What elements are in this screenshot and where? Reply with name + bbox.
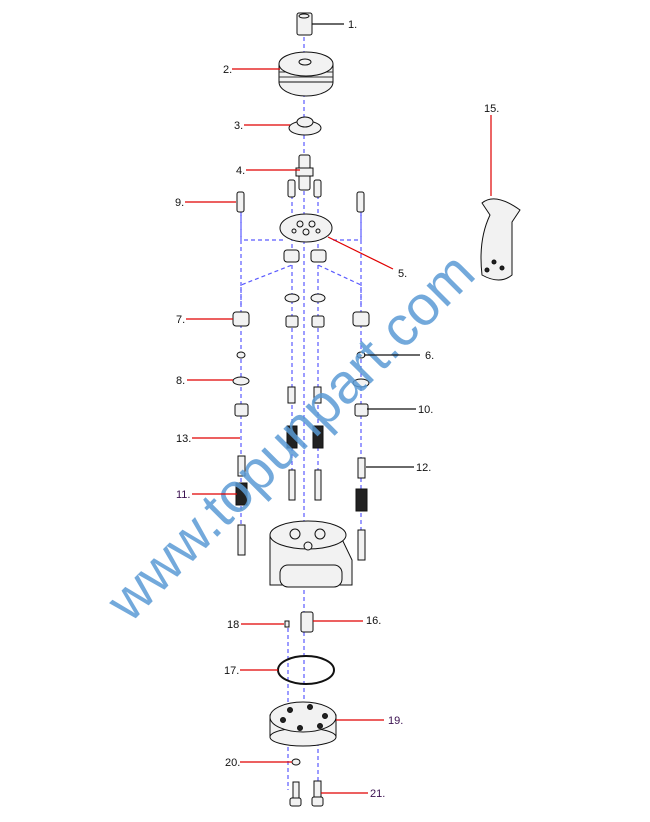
- part-16-sleeve: [300, 611, 314, 633]
- part-19-base: [269, 701, 337, 747]
- part-5-plate: [279, 213, 333, 243]
- part-1-nut: [296, 12, 313, 36]
- part-valves: [237, 469, 366, 561]
- label-17: 17.: [224, 665, 239, 677]
- label-2: 2.: [223, 64, 232, 76]
- label-15: 15.: [484, 103, 499, 115]
- part-seats: [232, 249, 370, 327]
- label-18: 18: [227, 619, 239, 631]
- part-21-bolts: [289, 780, 324, 807]
- label-12: 12.: [416, 462, 431, 474]
- label-11: 11.: [176, 489, 190, 501]
- label-1: 1.: [348, 19, 357, 31]
- part-9-pins: [236, 179, 365, 213]
- label-19: 19.: [388, 715, 403, 727]
- label-5: 5.: [398, 268, 407, 280]
- part-18-pin: [284, 620, 290, 628]
- part-body: [269, 520, 353, 588]
- leader-lines: [185, 23, 492, 794]
- part-10-nuts: [234, 315, 369, 417]
- part-2-cap: [278, 51, 334, 97]
- part-20-washer: [291, 758, 301, 766]
- part-3-washer: [288, 116, 322, 136]
- part-6-8-rings: [232, 293, 370, 388]
- label-9: 9.: [175, 197, 184, 209]
- label-8: 8.: [176, 375, 185, 387]
- label-13: 13.: [176, 433, 191, 445]
- label-10: 10.: [418, 404, 433, 416]
- label-3: 3.: [234, 120, 243, 132]
- label-4: 4.: [236, 165, 245, 177]
- label-20: 20.: [225, 757, 240, 769]
- part-11-springs: [235, 425, 368, 512]
- label-7: 7.: [176, 314, 185, 326]
- label-21: 21.: [370, 788, 385, 800]
- part-4-stem: [295, 154, 314, 191]
- label-6: 6.: [425, 350, 434, 362]
- part-12-springs: [237, 386, 366, 479]
- part-15-tool: [480, 198, 521, 281]
- label-16: 16.: [366, 615, 381, 627]
- part-17-oring: [277, 655, 335, 685]
